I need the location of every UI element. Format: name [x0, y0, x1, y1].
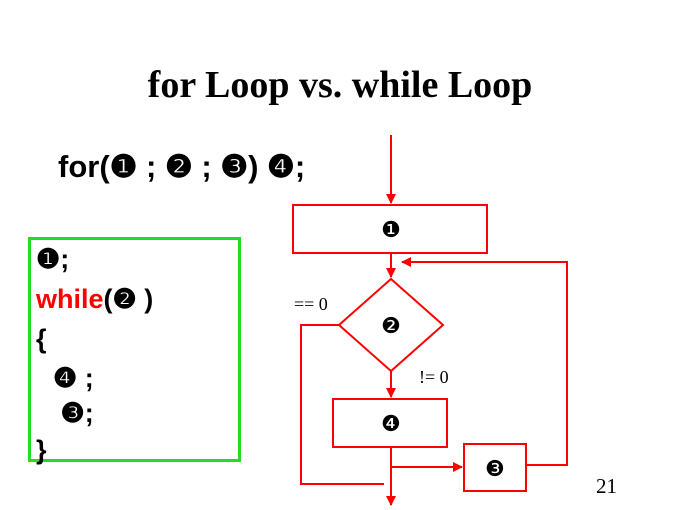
update-box-label: ❸	[485, 457, 505, 482]
code-line-body: ❹ ;	[38, 363, 94, 393]
code-line-while: while(❷ )	[36, 286, 153, 313]
page-number: 21	[596, 474, 617, 498]
for-syntax-line: for(❶ ; ❷ ; ❸) ❹;	[58, 149, 306, 184]
init-box-label: ❶	[381, 218, 401, 243]
loop-back-arrow	[401, 257, 568, 466]
true-branch-label: != 0	[419, 367, 449, 387]
while-condition: (❷ )	[103, 284, 154, 314]
body-to-update-arrow	[390, 447, 463, 472]
code-line-close-brace: }	[36, 435, 47, 465]
code-line-init: ❶;	[36, 244, 70, 274]
code-line-open-brace: {	[36, 324, 47, 354]
update-box	[463, 443, 527, 492]
code-line-update: ❸;	[38, 398, 94, 428]
false-branch-label: == 0	[294, 294, 328, 314]
while-code-box	[28, 237, 241, 462]
body-box-label: ❹	[381, 412, 401, 437]
slide-title: for Loop vs. while Loop	[147, 64, 533, 106]
false-branch-line	[300, 324, 384, 485]
while-keyword: while	[36, 284, 104, 314]
condition-diamond-label: ❷	[381, 314, 401, 339]
